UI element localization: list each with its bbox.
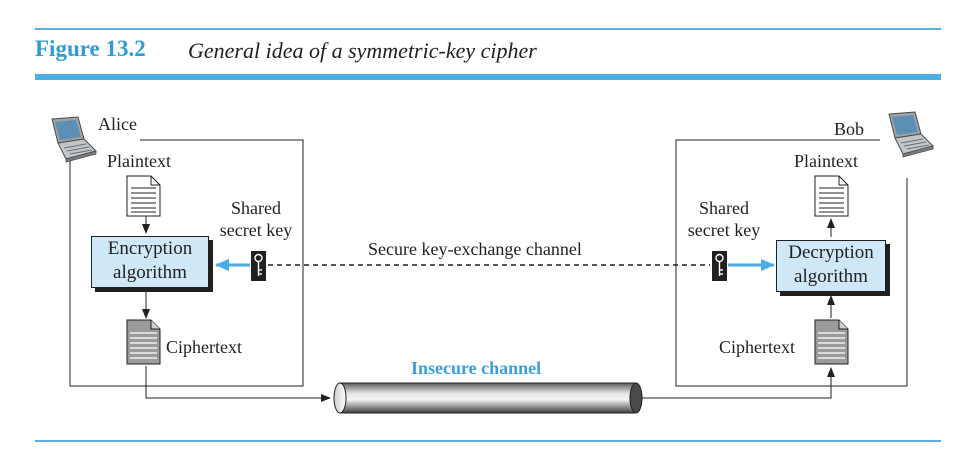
bob-shared-key-line1: Shared (699, 198, 749, 218)
alice-plaintext-document-icon (126, 175, 161, 217)
alice-laptop-icon (51, 116, 97, 163)
encryption-algorithm-line2: algorithm (113, 262, 187, 283)
alice-name: Alice (98, 114, 137, 134)
encryption-algorithm-box: Encryption algorithm (91, 236, 209, 288)
secure-channel-label: Secure key-exchange channel (368, 239, 582, 259)
decryption-algorithm-box: Decryption algorithm (776, 240, 886, 292)
bob-shared-key-line2: secret key (687, 220, 761, 240)
alice-box (69, 139, 304, 387)
decryption-algorithm-line2: algorithm (794, 266, 868, 287)
bob-plaintext-document-icon (814, 175, 849, 217)
bob-name: Bob (834, 119, 865, 139)
caption-rule (35, 74, 941, 80)
insecure-channel-pipe-icon (333, 382, 643, 414)
alice-shared-key-line2: secret key (219, 220, 293, 240)
bob-plaintext-label: Plaintext (794, 151, 858, 171)
alice-ciphertext-label: Ciphertext (166, 337, 242, 357)
bob-ciphertext-document-icon (814, 319, 849, 365)
bob-box (675, 139, 908, 387)
bob-shared-key-label: Shared secret key (676, 197, 772, 241)
figure-number: Figure 13.2 (35, 36, 146, 61)
alice-ciphertext-document-icon (126, 319, 161, 365)
bob-ciphertext-label: Ciphertext (719, 337, 795, 357)
decryption-algorithm-line1: Decryption (788, 242, 874, 263)
alice-shared-key-label: Shared secret key (208, 197, 304, 241)
bottom-rule (35, 440, 941, 442)
bob-laptop-icon (888, 111, 934, 158)
encryption-algorithm-line1: Encryption (107, 238, 193, 259)
insecure-channel-label: Insecure channel (411, 358, 542, 378)
alice-plaintext-label: Plaintext (107, 151, 171, 171)
figure-caption: General idea of a symmetric-key cipher (188, 38, 537, 63)
alice-shared-key-line1: Shared (231, 198, 281, 218)
top-rule (35, 28, 941, 30)
channel-to-bob-arrow (642, 367, 835, 399)
alice-key-icon (251, 251, 266, 281)
alice-to-channel-arrow (145, 366, 331, 402)
bob-key-icon (712, 251, 727, 281)
